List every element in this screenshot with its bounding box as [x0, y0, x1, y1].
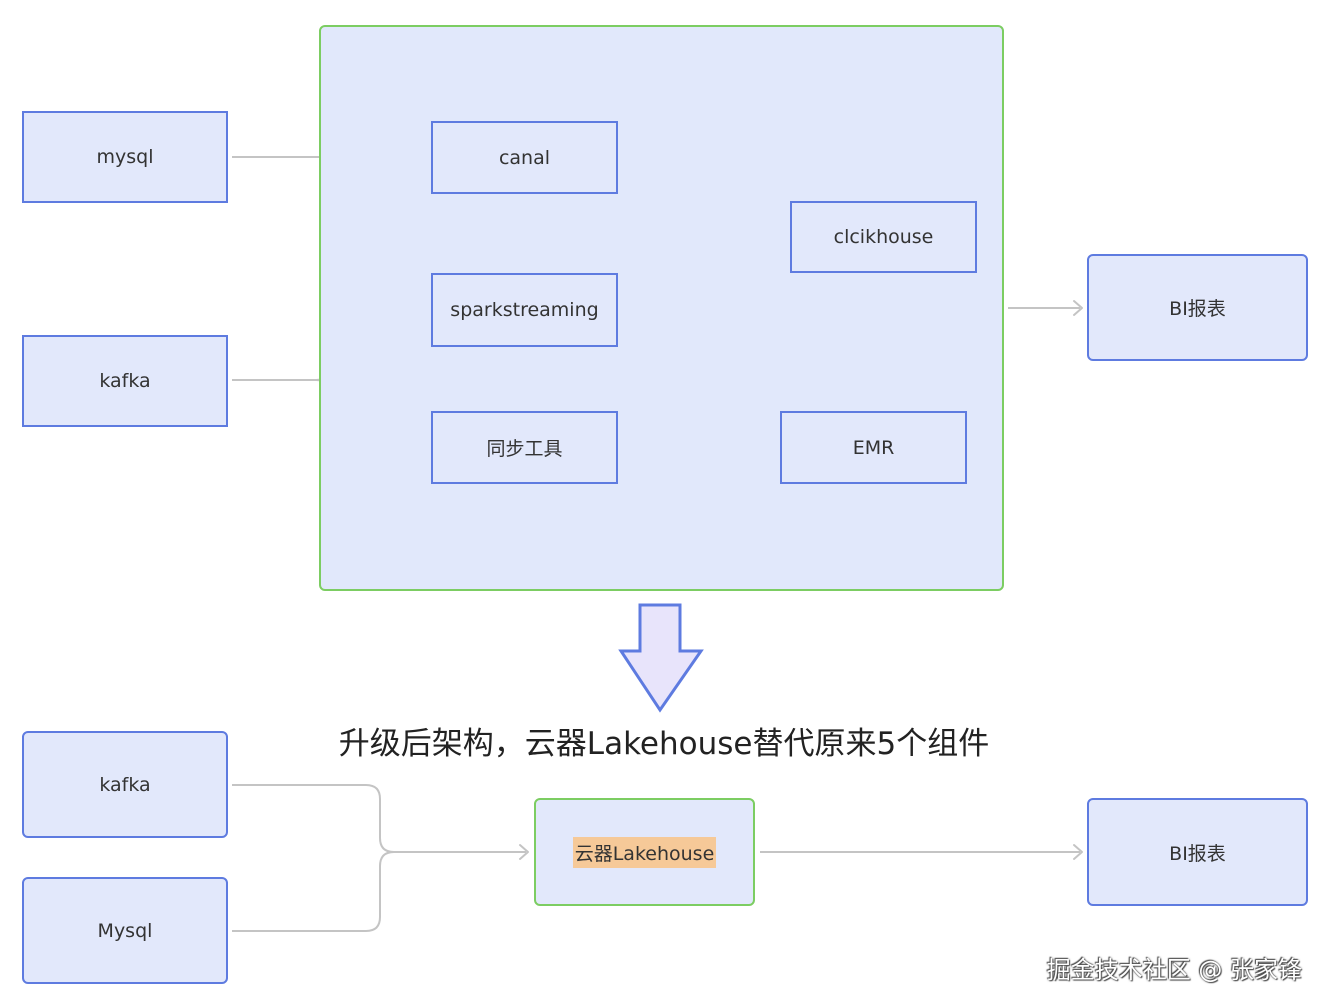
- node-kafka-bottom: kafka: [22, 731, 228, 838]
- lakehouse-label: 云器Lakehouse: [572, 836, 717, 868]
- node-mysql-bottom: Mysql: [22, 877, 228, 984]
- node-clickhouse: clcikhouse: [790, 201, 977, 273]
- legacy-architecture-group: [319, 25, 1004, 591]
- watermark: 掘金技术社区 @ 张家锋: [1046, 956, 1302, 984]
- node-mysql-top: mysql: [22, 111, 228, 203]
- node-emr: EMR: [780, 411, 967, 484]
- node-sparkstreaming: sparkstreaming: [431, 273, 618, 347]
- node-lakehouse: 云器Lakehouse: [534, 798, 755, 906]
- arrowhead-bi-bottom: [1073, 844, 1083, 860]
- node-kafka-top: kafka: [22, 335, 228, 427]
- node-bi-top: BI报表: [1087, 254, 1308, 361]
- arrowhead-bi-top: [1073, 300, 1083, 316]
- node-bi-bottom: BI报表: [1087, 798, 1308, 906]
- arrowhead-lakehouse: [519, 844, 529, 860]
- down-arrow-icon: [618, 603, 704, 713]
- upgrade-caption: 升级后架构，云器Lakehouse替代原来5个组件: [338, 726, 990, 762]
- edge-kafka-lakehouse: [232, 784, 526, 853]
- node-canal: canal: [431, 121, 618, 194]
- node-sync-tool: 同步工具: [431, 411, 618, 484]
- edge-mysql-lakehouse: [232, 851, 526, 932]
